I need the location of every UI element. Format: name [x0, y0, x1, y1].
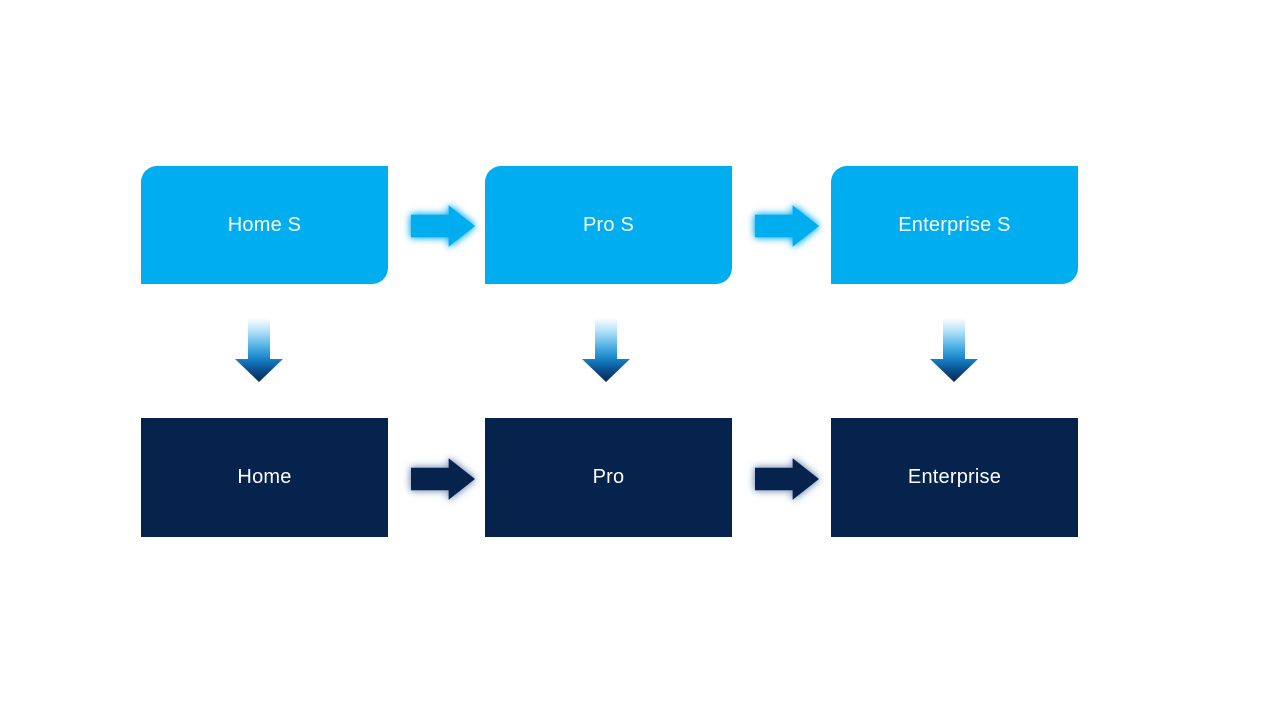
- down-arrow-icon: [235, 318, 283, 382]
- right-arrow-icon: [755, 458, 819, 500]
- box-pro-s: Pro S: [485, 166, 732, 284]
- box-home: Home: [141, 418, 388, 537]
- right-arrow-icon: [411, 205, 475, 247]
- box-enterprise: Enterprise: [831, 418, 1078, 537]
- box-enterprise-s-label: Enterprise S: [898, 213, 1011, 236]
- box-pro: Pro: [485, 418, 732, 537]
- box-home-label: Home: [237, 466, 292, 488]
- box-pro-label: Pro: [592, 466, 625, 488]
- down-arrow-icon: [582, 318, 630, 382]
- box-enterprise-s: Enterprise S: [831, 166, 1078, 284]
- box-pro-s-label: Pro S: [582, 213, 635, 236]
- box-home-s-label: Home S: [227, 213, 302, 236]
- box-enterprise-label: Enterprise: [907, 466, 1002, 488]
- right-arrow-icon: [411, 458, 475, 500]
- down-arrow-icon: [930, 318, 978, 382]
- right-arrow-icon: [755, 205, 819, 247]
- box-home-s: Home S: [141, 166, 388, 284]
